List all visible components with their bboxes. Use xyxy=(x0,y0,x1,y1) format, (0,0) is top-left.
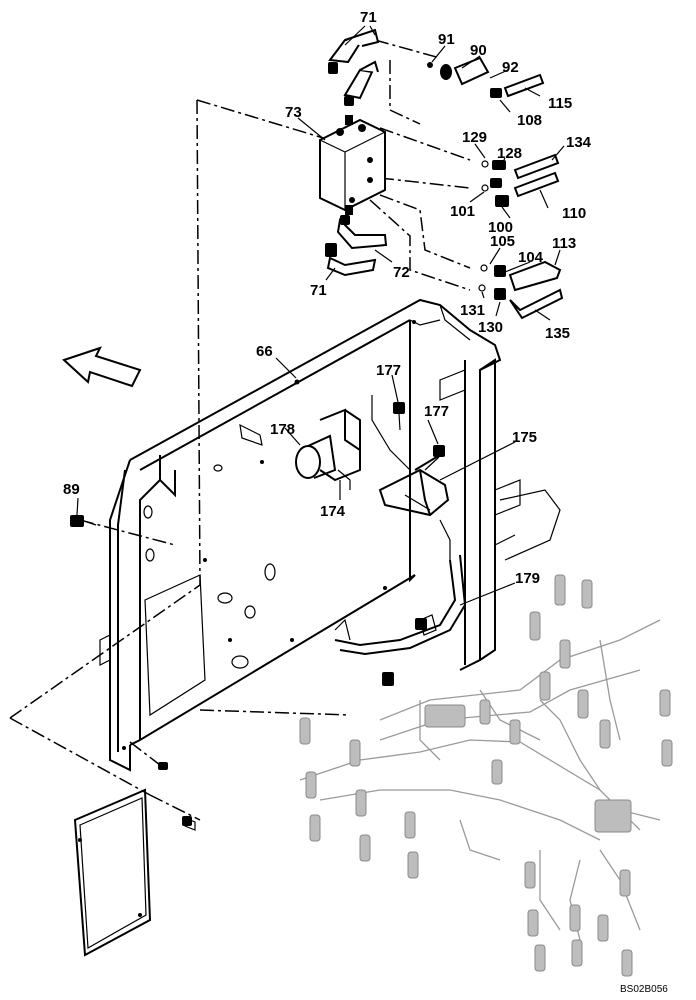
callout-92: 92 xyxy=(502,59,519,76)
callout-129: 129 xyxy=(462,129,487,146)
bracket-assembly xyxy=(295,395,467,656)
callout-89: 89 xyxy=(63,481,80,498)
callout-100: 100 xyxy=(488,219,513,236)
bolt-177-b xyxy=(424,445,445,471)
callout-131: 131 xyxy=(460,302,485,319)
callout-175: 175 xyxy=(512,429,537,446)
valve-block-73 xyxy=(319,115,386,215)
callout-179: 179 xyxy=(515,570,540,587)
callout-135: 135 xyxy=(545,325,570,342)
callout-177-a: 177 xyxy=(376,362,401,379)
cover-plate xyxy=(73,788,196,957)
bolt-177-a xyxy=(393,402,405,431)
callout-177-b: 177 xyxy=(424,403,449,420)
bolts xyxy=(70,402,445,826)
bolt-179 xyxy=(415,618,427,630)
hoses-71-72 xyxy=(325,28,388,277)
callout-178: 178 xyxy=(270,421,295,438)
callout-128: 128 xyxy=(497,145,522,162)
callout-105: 105 xyxy=(490,233,515,250)
callout-115: 115 xyxy=(548,95,572,112)
callout-174: 174 xyxy=(320,503,346,520)
callout-73: 73 xyxy=(285,104,302,121)
callout-101: 101 xyxy=(450,203,475,220)
drawing-code: BS02B056 xyxy=(620,984,668,995)
callout-90: 90 xyxy=(470,42,487,59)
callout-71-bottom: 71 xyxy=(310,282,327,299)
fittings-right xyxy=(427,56,564,320)
callout-134: 134 xyxy=(566,134,592,151)
guide-lines xyxy=(9,39,471,821)
callout-66: 66 xyxy=(256,343,273,360)
direction-arrow xyxy=(62,346,142,388)
background-hose-assembly xyxy=(299,574,673,977)
callout-113: 113 xyxy=(552,235,576,252)
callout-91: 91 xyxy=(438,31,455,48)
bolt-89 xyxy=(70,515,97,527)
callout-71-top: 71 xyxy=(360,9,377,26)
callout-110: 110 xyxy=(562,205,586,222)
leader-lines xyxy=(76,25,565,606)
callout-72: 72 xyxy=(393,264,410,281)
callout-104: 104 xyxy=(518,249,544,266)
callout-130: 130 xyxy=(478,319,503,336)
mounting-frame-66 xyxy=(99,298,561,772)
callout-108: 108 xyxy=(517,112,542,129)
callout-labels: 71 91 90 92 73 115 108 129 134 128 101 1… xyxy=(63,9,668,995)
bolt-bottom xyxy=(382,672,394,686)
